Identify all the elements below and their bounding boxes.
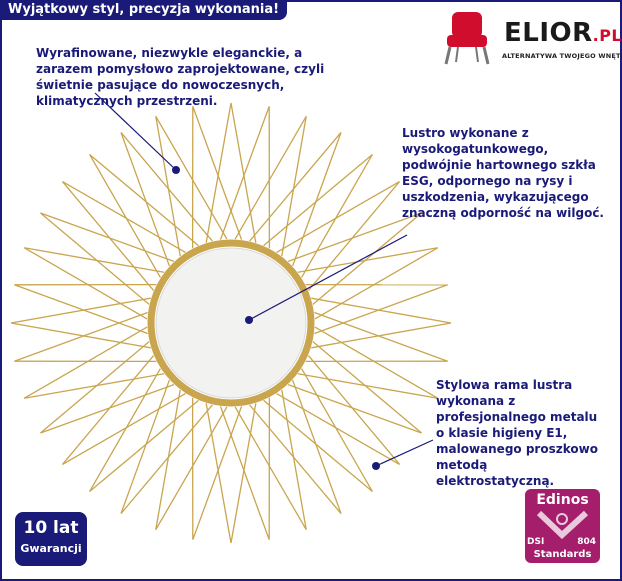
frame-wire [62,393,186,465]
chair-logo-icon [444,12,490,65]
frame-wire [314,247,439,320]
frame-wire [40,384,175,434]
frame-wire [219,406,270,540]
frame-wire [89,399,199,493]
frame-wire [312,212,422,305]
warranty-badge: 10 lat Gwarancji [15,512,87,566]
elior-logo: ELIOR.PL ALTERNATYWA TWOJEGO WNĘTRZA [438,8,622,68]
frame-wire [234,406,307,531]
checkmark-icon [536,510,589,539]
frame-wire [24,373,165,399]
frame-wire [314,284,448,335]
frame-wire [40,212,150,305]
callout-dot [372,462,380,470]
frame-wire [14,284,148,335]
frame-wire [276,181,400,253]
frame-wire [314,311,448,362]
frame-wire [307,355,401,465]
logo-word: ELIOR.PL [504,18,622,48]
frame-wire [40,212,175,262]
frame-wire [281,389,307,530]
frame-wire [40,341,150,434]
frame-wire [307,181,401,291]
frame-wire [155,115,228,240]
warranty-years: 10 lat [23,518,79,538]
frame-wire [192,406,243,540]
frame-wire [120,404,213,514]
frame-wire [89,368,161,492]
frame-wire [297,373,438,399]
callout-text-glass: Lustro wykonane z wysokogatunkowego, pod… [402,126,604,220]
callout-leader-line [94,92,177,171]
mirror-frame-ring [147,239,315,407]
warranty-label: Gwarancji [20,542,82,555]
frame-wire [276,393,400,465]
edinos-code: DSI [527,537,545,547]
frame-wire [120,132,213,242]
frame-wire [292,379,342,514]
edinos-badge: Edinos DSI 804 Standards [525,489,600,563]
frame-wire [234,115,307,240]
frame-wire [249,132,342,242]
frame-wire [230,403,257,544]
callout-leader-line [375,439,434,467]
frame-wire [281,116,307,257]
mirror-frame-spokes [10,102,452,544]
frame-wire [311,297,452,324]
frame-wire [120,379,170,514]
edinos-number: 804 [577,537,596,547]
frame-wire [297,247,438,273]
callout-dot [245,316,253,324]
frame-wire [61,181,155,291]
frame-wire [23,326,148,399]
frame-wire [10,297,151,324]
frame-wire [24,247,165,273]
frame-wire [292,132,342,267]
frame-wire [287,384,422,434]
mirror-glass [155,247,307,399]
frame-wire [10,322,151,349]
frame-wire [312,341,422,434]
frame-wire [263,399,373,493]
frame-wire [230,102,257,243]
frame-wire [155,389,181,530]
page-title: Wyjątkowy styl, precyzja wykonania! [0,0,288,20]
frame-wire [263,153,373,247]
frame-wire [120,132,170,267]
callout-leader-line [248,234,408,321]
frame-wire [155,406,228,531]
edinos-name: Edinos [536,492,589,508]
frame-wire [89,153,199,247]
frame-wire [205,102,232,243]
frame-wire [89,154,161,278]
frame-wire [249,404,342,514]
frame-wire [61,355,155,465]
frame-wire [301,368,373,492]
frame-wire [14,311,148,362]
frame-wire [314,326,439,399]
edinos-standards: Standards [533,549,592,560]
callout-dot [172,166,180,174]
frame-wire [311,322,452,349]
callout-text-frame: Stylowa rama lustra wykonana z profesjon… [436,378,598,488]
frame-wire [155,116,181,257]
frame-wire [219,106,270,240]
frame-wire [301,154,373,278]
frame-wire [62,181,186,253]
logo-tagline: ALTERNATYWA TWOJEGO WNĘTRZA [502,52,622,60]
frame-wire [287,212,422,262]
frame-wire [205,403,232,544]
frame-wire [23,247,148,320]
callout-text-design: Wyrafinowane, niezwykle eleganckie, a za… [36,46,325,108]
frame-wire [192,106,243,240]
